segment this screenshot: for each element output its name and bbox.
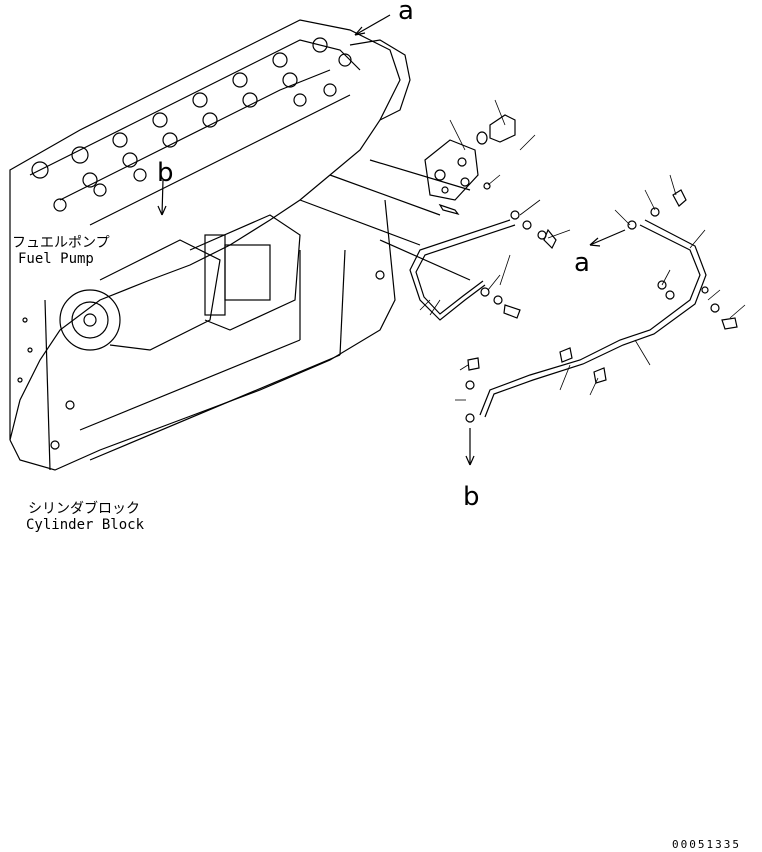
fuel-tube-upper: [409, 219, 516, 321]
engine-head: [9, 19, 401, 441]
callout-b-bottom: b: [463, 482, 480, 512]
cylinder-block: [9, 199, 396, 471]
arrow-a-right: [589, 229, 626, 247]
connector-fitting: [476, 114, 516, 145]
leader-lines: [419, 99, 746, 401]
callout-a-right: a: [574, 248, 590, 278]
filter-head: [424, 139, 479, 201]
fuel-pipes-engine: [299, 39, 471, 281]
arrow-b-bottom: [465, 428, 475, 466]
fuel-pump-body: [59, 214, 301, 351]
arrow-b-left: [157, 179, 167, 216]
fuel-tube-right: [479, 219, 707, 418]
cylinder-block-label-jp: シリンダブロック: [28, 501, 140, 517]
cylinder-block-label-en: Cylinder Block: [26, 517, 145, 533]
arrow-a-top: [354, 14, 391, 36]
valve-cover-bolts: [31, 37, 352, 212]
callout-a-top: a: [398, 0, 414, 26]
fuel-pump-label-jp: フュエルポンプ: [12, 235, 110, 251]
small-fasteners: [438, 182, 738, 423]
drawing-number: 00051335: [672, 838, 741, 851]
fuel-pump-label-en: Fuel Pump: [18, 251, 94, 267]
callout-b-left: b: [157, 158, 174, 188]
